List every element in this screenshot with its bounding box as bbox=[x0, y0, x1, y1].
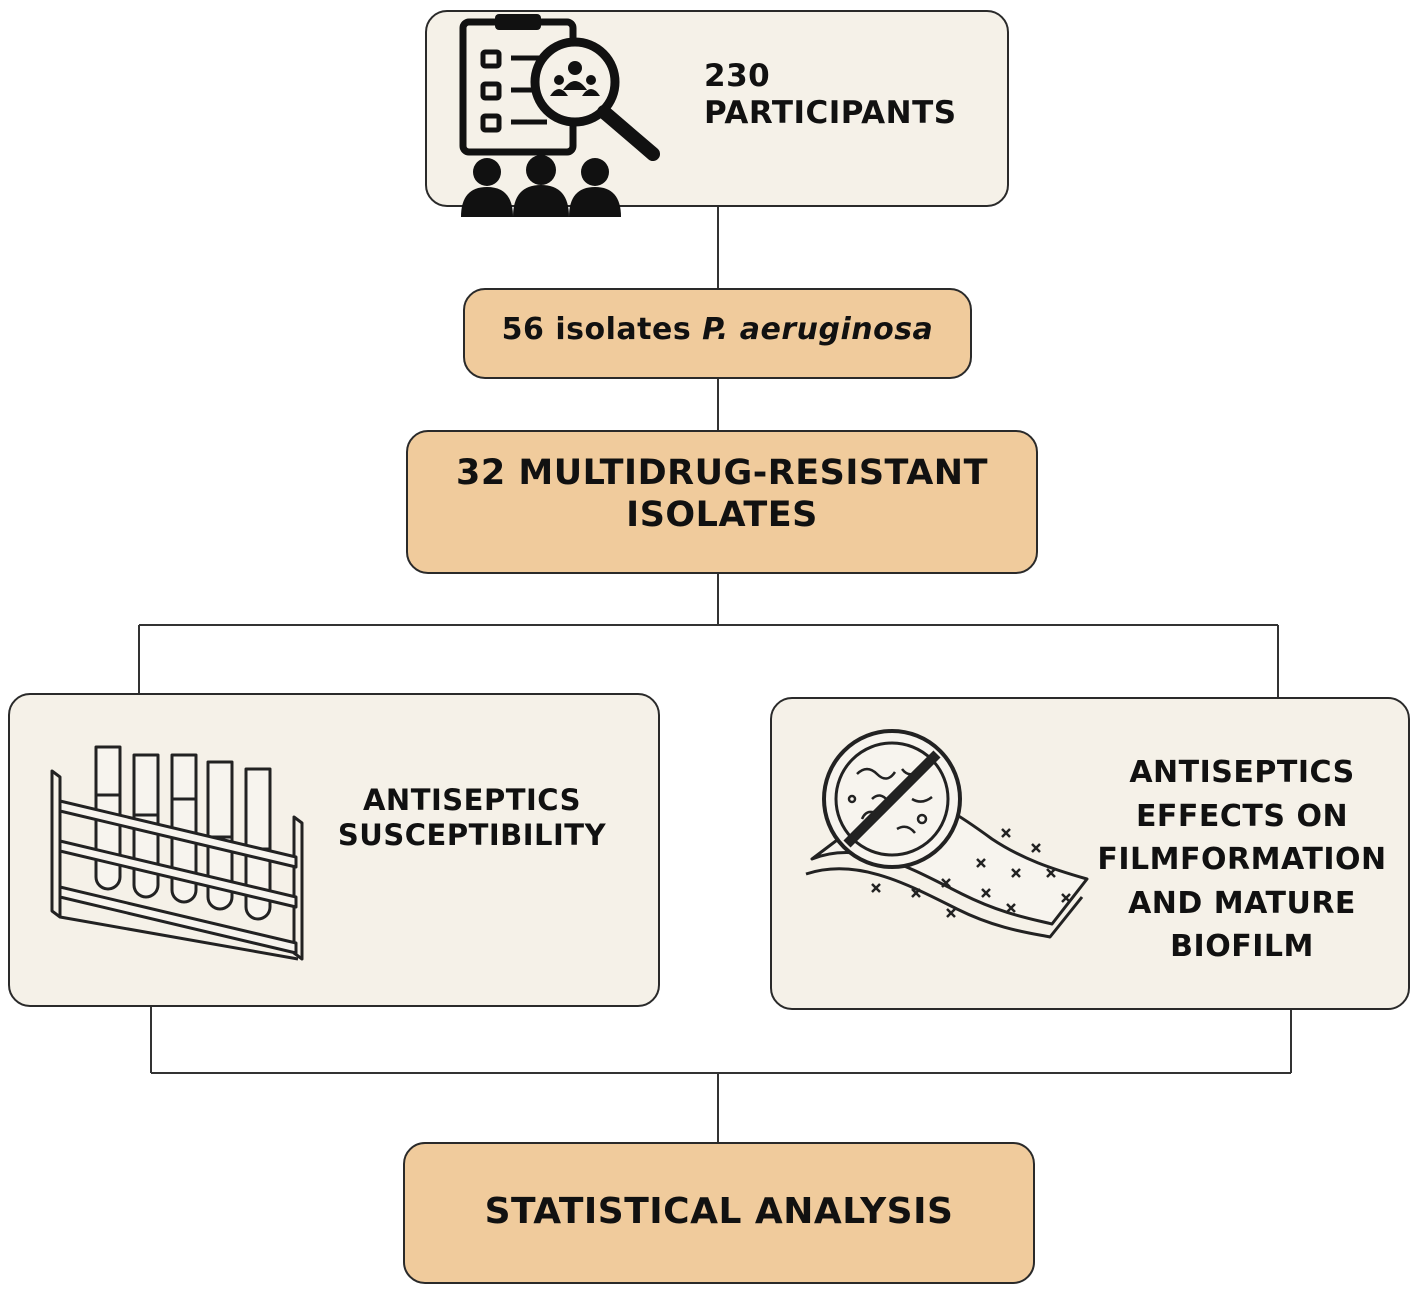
survey-magnifier-people-icon bbox=[459, 14, 660, 217]
participants-label: 230 PARTICIPANTS bbox=[704, 58, 957, 132]
mdr-label: 32 MULTIDRUG-RESISTANT ISOLATES bbox=[408, 452, 1036, 536]
biofilm-line-3: FILMFORMATION bbox=[1097, 842, 1387, 877]
biofilm-box: ANTISEPTICS EFFECTS ON FILMFORMATION AND… bbox=[770, 697, 1410, 1010]
susceptibility-label: ANTISEPTICS SUSCEPTIBILITY bbox=[332, 783, 612, 853]
biofilm-line-5: BIOFILM bbox=[1170, 929, 1314, 964]
test-tube-rack-icon bbox=[50, 745, 304, 961]
biofilm-line-2: EFFECTS ON bbox=[1135, 798, 1349, 834]
biofilm-line-1: ANTISEPTICS bbox=[1129, 755, 1355, 790]
susceptibility-line-1: ANTISEPTICS bbox=[362, 783, 581, 817]
statistical-analysis-box: STATISTICAL ANALYSIS bbox=[403, 1142, 1035, 1284]
isolates-label: 56 isolates P. aeruginosa bbox=[465, 312, 970, 348]
statistical-analysis-label: STATISTICAL ANALYSIS bbox=[484, 1191, 954, 1232]
participants-box: 230 PARTICIPANTS bbox=[425, 10, 1009, 217]
biofilm-label: ANTISEPTICS EFFECTS ON FILMFORMATION AND… bbox=[1072, 751, 1412, 969]
mdr-box: 32 MULTIDRUG-RESISTANT ISOLATES bbox=[406, 430, 1038, 574]
susceptibility-box: ANTISEPTICS SUSCEPTIBILITY bbox=[8, 693, 660, 1007]
isolates-count-text: 56 isolates bbox=[501, 312, 703, 347]
no-bacteria-surface-icon bbox=[805, 729, 1089, 939]
mdr-line-2: ISOLATES bbox=[626, 495, 818, 535]
isolates-box: 56 isolates P. aeruginosa bbox=[463, 288, 972, 379]
isolates-organism: P. aeruginosa bbox=[702, 312, 934, 347]
participants-count: 230 bbox=[704, 58, 771, 94]
participants-text: PARTICIPANTS bbox=[704, 95, 957, 132]
susceptibility-line-2: SUSCEPTIBILITY bbox=[337, 817, 607, 852]
mdr-line-1: 32 MULTIDRUG-RESISTANT bbox=[456, 453, 988, 493]
biofilm-line-4: AND MATURE bbox=[1128, 885, 1356, 921]
